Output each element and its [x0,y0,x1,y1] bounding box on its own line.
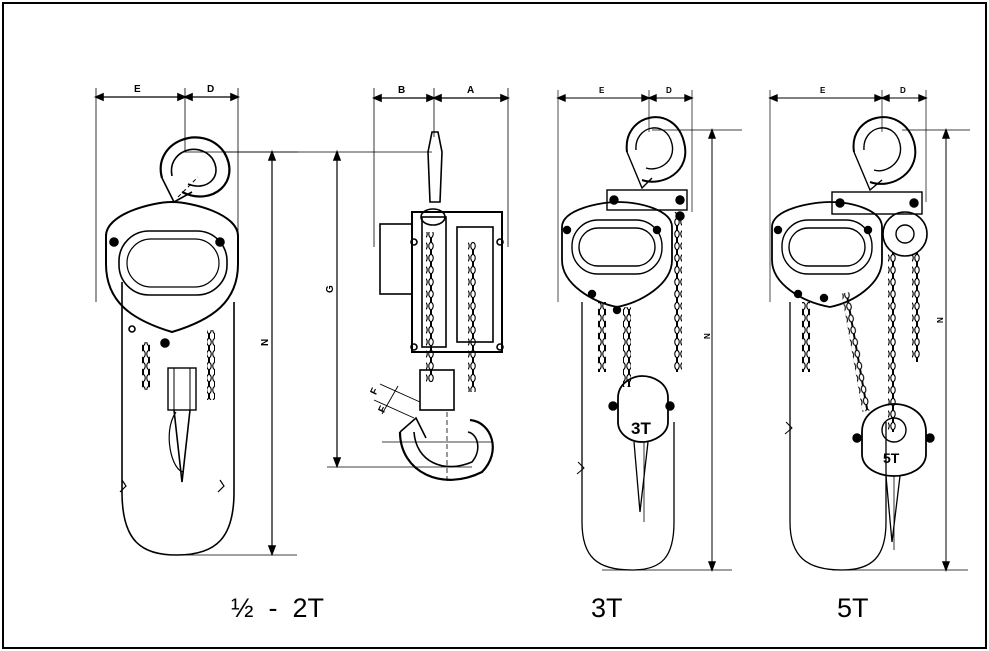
dim-label-e-3t: E [599,86,605,95]
dim-label-f-2: F [377,404,390,414]
dim-label-g: G [325,285,336,293]
dim-label-n-1: N [260,339,271,346]
hoist-half-to-2t-side-view [224,88,511,482]
hoist-3t-front-view [556,90,742,572]
body-mark-5t: 5T [883,450,900,466]
dim-label-n-5t: N [936,317,945,323]
dim-label-f-1: F [369,386,382,396]
dim-label-n-3t: N [703,333,712,339]
dim-label-d-5t: D [900,86,906,95]
caption-3t: 3T [591,593,623,623]
body-mark-3t: 3T [631,419,651,438]
dim-label-d-1: D [207,84,214,95]
hoist-half-to-2t-front-view [93,88,298,557]
dim-label-a: A [467,85,474,96]
dim-label-e-1: E [134,84,141,95]
caption-half-to-2t: ½ - 2T [231,593,324,623]
hoist-5t-front-view [768,90,970,572]
dim-label-d-3t: D [666,86,672,95]
caption-5t: 5T [837,593,869,623]
dim-label-e-5t: E [820,86,826,95]
dim-label-b: B [398,85,405,96]
